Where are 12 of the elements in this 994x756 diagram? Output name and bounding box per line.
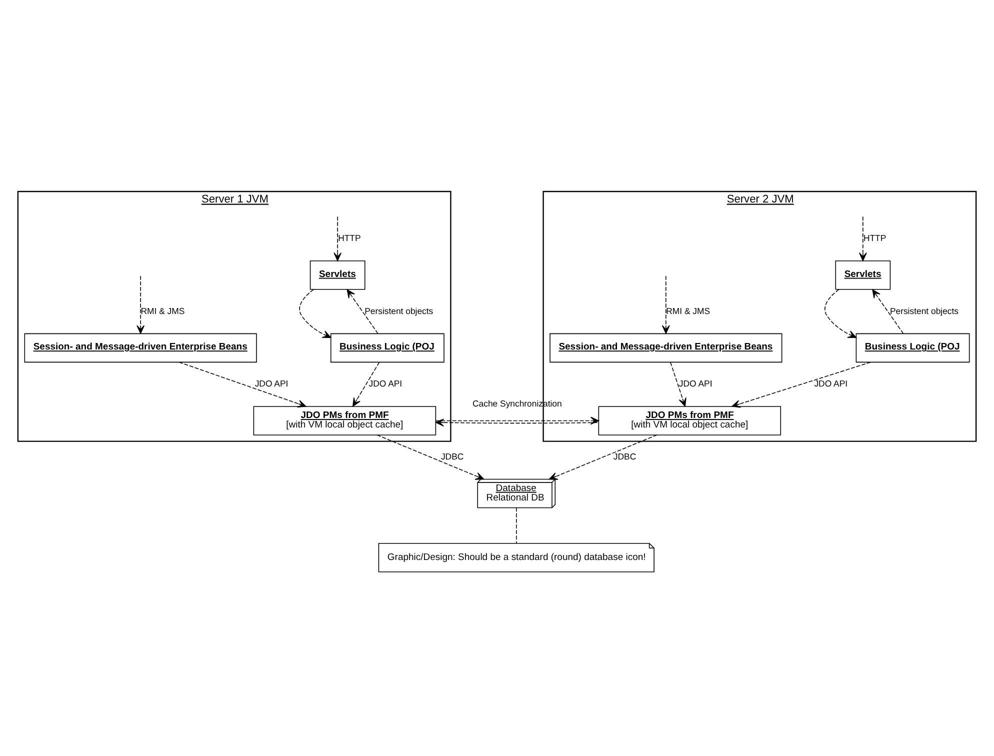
- edge-label: RMI & JMS: [666, 305, 710, 316]
- edge-label: HTTP: [338, 232, 361, 242]
- edge-label: RMI & JMS: [140, 305, 185, 316]
- edge-label: JDO API: [368, 378, 402, 388]
- edge-label: JDO API: [814, 378, 848, 388]
- edge-label: JDO API: [678, 378, 712, 388]
- edge-label: JDBC: [613, 450, 636, 461]
- edge-label: JDBC: [440, 450, 464, 461]
- edge-label: HTTP: [863, 232, 886, 242]
- edge-label: Persistent objects: [890, 305, 959, 316]
- edge-label: Persistent objects: [364, 305, 434, 316]
- edge-label: JDO API: [254, 378, 288, 388]
